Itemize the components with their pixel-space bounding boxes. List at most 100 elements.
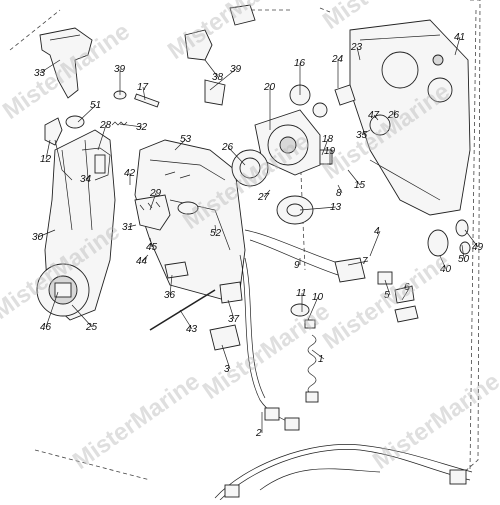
leader-line-33 [39,59,61,74]
callout-5: 5 [384,290,390,301]
leader-line-1 [311,349,325,360]
leader-line-29 [149,192,157,211]
callout-43: 43 [186,324,198,335]
knob-40 [427,219,471,257]
callout-53: 53 [180,134,192,145]
callout-26: 26 [387,110,400,121]
callout-28: 28 [99,120,112,131]
callout-2: 2 [255,428,262,439]
leader-line-40 [439,255,447,270]
coiled-wire [305,334,319,403]
callout-29: 29 [149,188,162,199]
callout-26: 26 [221,142,234,153]
leader-line-39 [209,68,237,91]
leader-line-31 [127,224,137,228]
leader-line-17 [142,86,146,101]
watermark-text: MisterMarine [68,368,205,475]
bolt-43 [149,289,216,331]
leader-line-53 [174,138,187,151]
callout-42: 42 [124,168,136,179]
callout-38: 38 [212,72,224,83]
leader-line-37 [227,299,235,320]
clip-3 [209,324,241,351]
callout-49: 49 [472,242,484,253]
leader-line-5 [384,279,391,296]
lever-29 [134,194,171,231]
callout-39: 39 [114,64,126,75]
callout-labels: 1234567891011121315161718192023242526262… [32,32,484,439]
clip-top [229,4,256,26]
callout-16: 16 [294,58,306,69]
callout-51: 51 [90,100,101,111]
right-housing [349,19,471,216]
callout-11: 11 [296,288,306,299]
main-harness [214,444,473,501]
callout-12: 12 [40,154,52,165]
watermark-text: MisterMarine [368,368,500,475]
callout-23: 23 [350,42,363,53]
leader-line-46 [45,291,59,328]
leader-line-35 [361,129,371,136]
leader-line-6 [401,286,411,301]
callout-9: 9 [294,260,300,271]
connector-10 [290,303,316,329]
spring-clip-28 [81,147,111,181]
leader-line-10 [307,296,319,321]
callout-32: 32 [136,122,148,133]
callout-39: 39 [230,64,242,75]
leader-line-41 [454,36,461,56]
leader-line-26 [227,146,246,166]
leader-line-28 [97,124,107,151]
callout-4: 4 [374,226,380,237]
callout-31: 31 [122,222,133,233]
leader-line-47 [373,114,379,121]
leader-lines [37,36,479,433]
callout-35: 35 [356,130,368,141]
grommet-51 [65,115,85,129]
callout-27: 27 [257,192,270,203]
callout-50: 50 [458,254,470,265]
callout-1: 1 [318,354,324,365]
leader-line-30 [37,229,56,238]
callout-34: 34 [80,174,92,185]
callout-20: 20 [263,82,276,93]
callout-3: 3 [224,364,230,375]
assembly-boundary [9,0,481,481]
leader-line-7 [347,260,369,266]
plate-37 [219,281,243,304]
leader-line-38 [204,59,219,78]
callout-33: 33 [34,68,46,79]
leader-line-51 [77,104,97,123]
cam-assembly [231,109,321,187]
leader-line-23 [356,46,361,61]
leader-line-12 [45,139,51,160]
callout-17: 17 [137,82,149,93]
leader-line-36 [169,274,173,296]
callout-6: 6 [404,282,410,293]
callout-37: 37 [228,314,240,325]
leader-line-50 [461,244,465,260]
gear-parts [289,84,356,165]
callout-24: 24 [331,54,344,65]
callout-47: 47 [368,110,380,121]
leader-line-4 [369,230,381,257]
leader-line-27 [263,189,271,198]
callout-40: 40 [440,264,452,275]
connector-5-6 [377,271,419,323]
leader-line-32 [119,123,143,128]
leader-line-44 [141,254,149,262]
leader-line-43 [179,309,193,330]
callout-25: 25 [85,322,98,333]
callout-41: 41 [454,32,465,43]
callout-13: 13 [330,202,342,213]
callout-36: 36 [164,290,176,301]
callout-52: 52 [210,228,222,239]
switch-13 [276,195,314,225]
leader-line-26 [393,109,396,116]
clip-38 [184,29,226,106]
leader-line-18 [321,138,329,156]
callout-44: 44 [136,256,148,267]
leader-line-52 [214,224,217,234]
